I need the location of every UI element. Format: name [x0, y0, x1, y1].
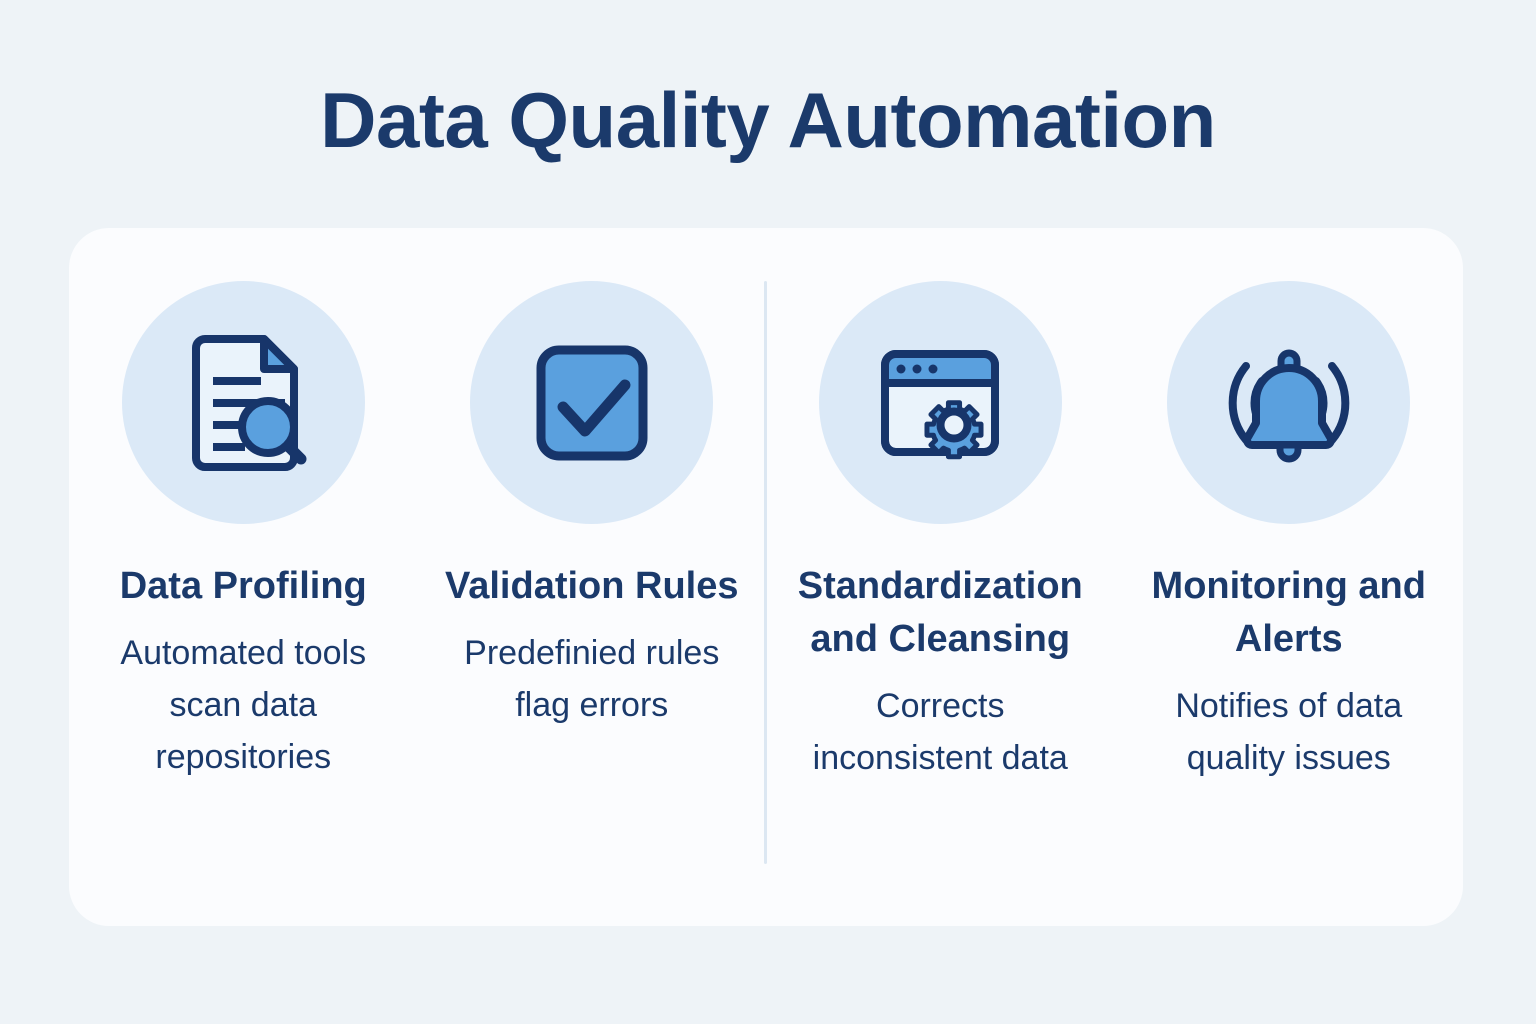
card-validation-rules[interactable]: Validation Rules Predefinied rules flag …	[418, 228, 767, 926]
card-title: Standardization and Cleansing	[797, 565, 1083, 660]
checkbox-check-icon	[517, 328, 667, 478]
icon-circle	[470, 281, 714, 524]
page-title: Data Quality Automation	[320, 76, 1216, 164]
card-monitoring-alerts[interactable]: Monitoring and Alerts Notifies of data q…	[1115, 228, 1464, 926]
vertical-divider	[764, 281, 767, 864]
ringing-bell-icon	[1214, 328, 1364, 478]
card-description: Corrects inconsistent data	[812, 687, 1068, 777]
icon-circle	[121, 281, 365, 524]
card-standardization-cleansing[interactable]: Standardization and Cleansing Corrects i…	[766, 228, 1115, 926]
card-description: Predefinied rules flag errors	[464, 634, 720, 724]
card-description: Notifies of data quality issues	[1175, 687, 1403, 777]
card-title: Data Profiling	[119, 565, 367, 607]
card-description: Automated tools scan data repositories	[120, 634, 367, 776]
card-title: Validation Rules	[444, 565, 739, 607]
card-title: Monitoring and Alerts	[1151, 565, 1426, 660]
cards-row: Data Profiling Automated tools scan data…	[69, 228, 1463, 926]
card-data-profiling[interactable]: Data Profiling Automated tools scan data…	[69, 228, 418, 926]
icon-circle	[1167, 281, 1411, 524]
document-search-icon	[168, 328, 318, 478]
browser-gear-icon	[865, 328, 1015, 478]
icon-circle	[818, 281, 1062, 524]
